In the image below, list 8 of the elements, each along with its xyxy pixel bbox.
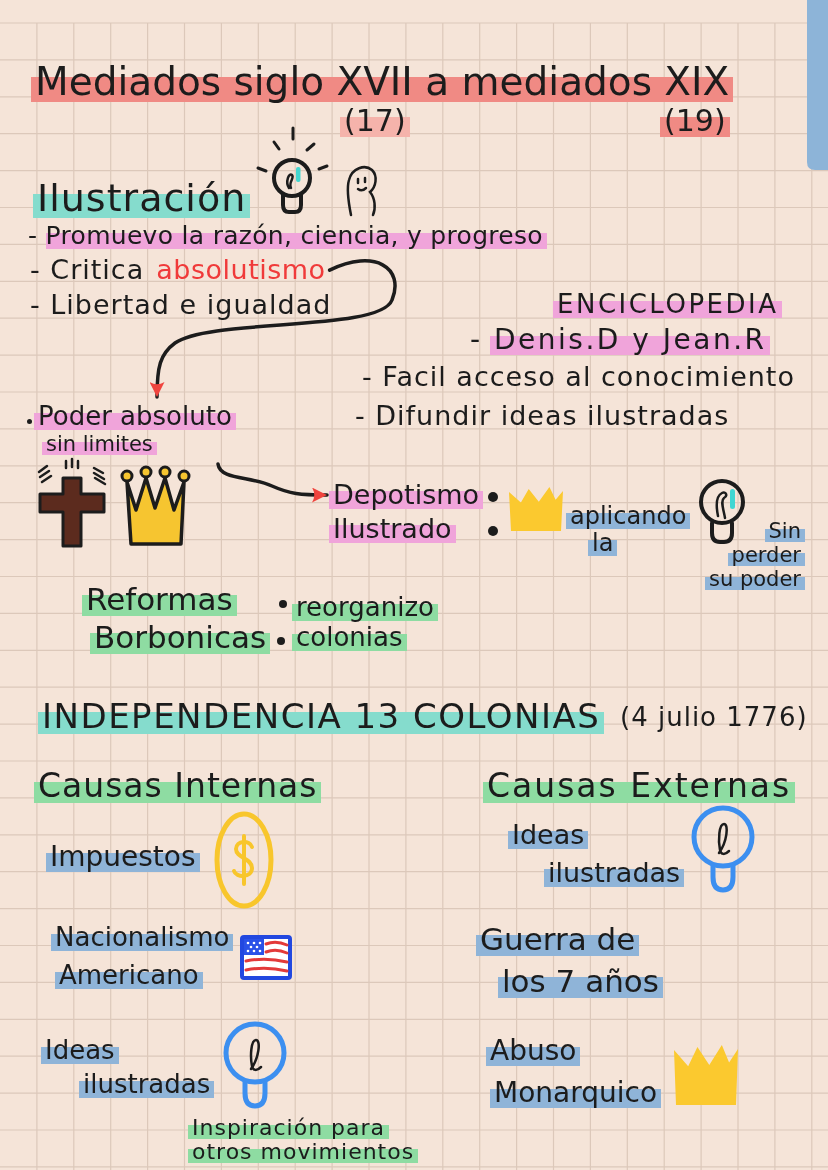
highlighted-note: aplicando la: [566, 503, 691, 557]
bullet-note: - Critica: [30, 254, 145, 287]
bullet-note: - Facil acceso al conocimiento: [362, 361, 795, 394]
note-text: absolutismo: [156, 254, 326, 287]
date-note: (4 julio 1776): [620, 702, 808, 734]
highlighted-note: sin limites: [42, 432, 157, 458]
bullet-note: - Difundir ideas ilustradas: [355, 400, 730, 433]
bullet-note: - Libertad e igualdad: [30, 289, 332, 322]
